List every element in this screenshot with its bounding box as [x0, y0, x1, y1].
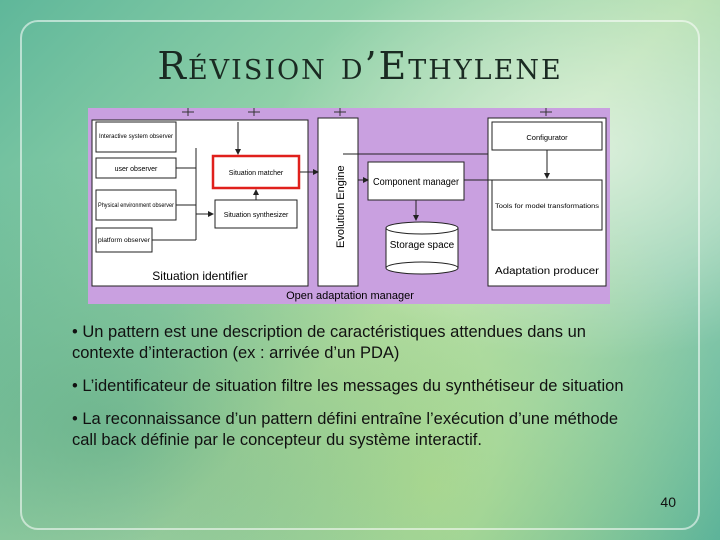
component-manager-label: Component manager — [373, 177, 460, 188]
situation-matcher-box — [211, 154, 301, 190]
adaptation-producer-label: Adaptation producer — [495, 266, 600, 277]
situation-synthesizer-label: Situation synthesizer — [224, 212, 289, 219]
evolution-engine-box — [317, 117, 359, 287]
storage-space-label: Storage space — [390, 240, 455, 251]
observer-label-3: Physical environment observer — [98, 203, 174, 209]
slide-frame — [20, 20, 700, 530]
situation-identifier-label: Situation identifier — [152, 269, 247, 283]
configurator-box — [491, 121, 603, 151]
observer-label-4: platform observer — [98, 238, 150, 244]
situation-matcher-label: Situation matcher — [229, 170, 284, 177]
storage-space-cylinder — [385, 221, 459, 275]
observer-label-1: Interactive system observer — [99, 134, 173, 140]
bullet-list: • Un pattern est une description de cara… — [72, 322, 642, 463]
architecture-diagram: Interactive system observer user observe… — [88, 108, 610, 304]
tools-box — [491, 179, 603, 231]
page-number: 40 — [660, 494, 676, 510]
bullet-item-1: • Un pattern est une description de cara… — [72, 323, 586, 362]
observer-box-1 — [95, 121, 177, 153]
bullet-item-2: • L’identificateur de situation filtre l… — [72, 377, 624, 395]
observer-label-2: user observer — [115, 166, 158, 173]
observer-box-3 — [95, 189, 177, 221]
configurator-label: Configurator — [526, 133, 568, 142]
bullet-item-3: • La reconnaissance d’un pattern défini … — [72, 410, 619, 449]
component-manager-box — [367, 161, 465, 201]
tools-label: Tools for model transformations — [495, 203, 600, 210]
evolution-engine-label: Evolution Engine — [335, 165, 347, 248]
identifier-arrows — [152, 122, 259, 241]
slide-title: Révision d’Ethylene — [157, 44, 563, 88]
observer-box-4 — [95, 227, 153, 253]
open-adaptation-manager-label: Open adaptation manager — [286, 290, 414, 302]
top-connectors — [182, 108, 552, 116]
